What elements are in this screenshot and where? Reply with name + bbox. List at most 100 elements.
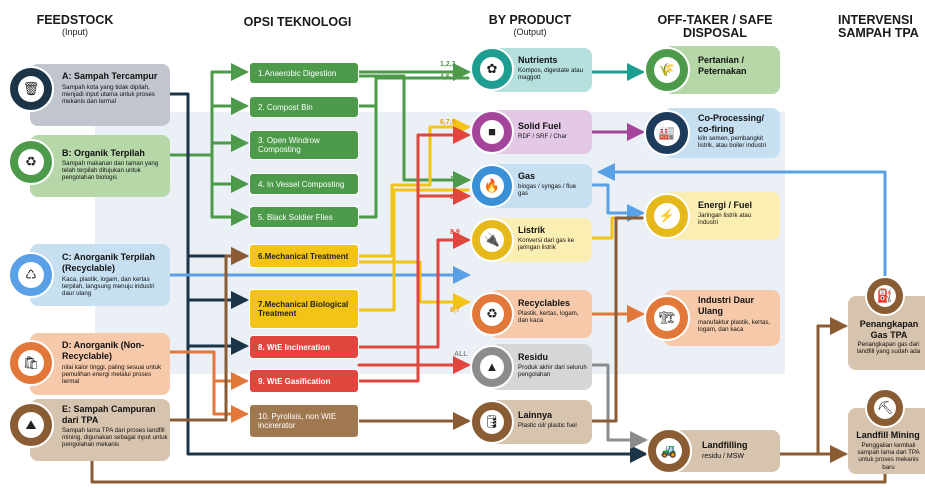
flow-wte-to-listrik xyxy=(357,231,471,349)
offtaker-industri-desc: manufaktur plastik, kertas, logam, dan k… xyxy=(698,319,771,334)
intervention-landfill-mining-badge: ⛏ xyxy=(865,388,905,428)
power-tower-icon: ⚡ xyxy=(653,202,681,230)
tech-in-vessel[interactable]: 4. In Vessel Composting xyxy=(249,173,359,195)
feedstock-b-badge: ♻ xyxy=(8,139,54,185)
flow-gascapture-to-gas xyxy=(597,163,887,284)
tech-wte-gasification[interactable]: 9. WtE Gasification xyxy=(249,369,359,393)
intervention-card-landfill-mining[interactable]: Landfill Mining Penggalian kembali sampa… xyxy=(848,408,925,474)
tech-mbt[interactable]: 7.Mechanical Biological Treatment xyxy=(249,289,359,329)
flow-landfill-to-gascapture xyxy=(778,317,848,456)
tech-mechanical-treatment[interactable]: 6.Mechanical Treatment xyxy=(249,244,359,268)
header-offtaker-line2: DISPOSAL xyxy=(683,26,747,40)
offtaker-landfilling-title: Landfilling xyxy=(702,440,748,450)
byproduct-listrik-desc: Konversi dari gas ke jaringan listrik xyxy=(518,237,575,252)
feedstock-d-desc: nilai kalor tinggi, paling sesuai untuk … xyxy=(62,364,162,386)
tech-9-label: 9. WtE Gasification xyxy=(258,376,331,386)
offtaker-coprocessing-desc: kiln semen, pembangkit listrik, atau boi… xyxy=(698,135,767,150)
tech-8-label: 8. WtE Incineration xyxy=(258,342,331,352)
byproduct-lainnya-desc: Plastic oil/ plastic fuel xyxy=(518,422,577,429)
tech-2-label: 2. Compost Bin xyxy=(258,102,313,112)
header-opsi: OPSI TEKNOLOGI xyxy=(225,16,370,29)
byproduct-recyclables-desc: Plastik, kertas, logam, dan kaca xyxy=(518,310,579,325)
flow-a-to-landfill xyxy=(186,344,648,463)
flow-b-to-tech1 xyxy=(168,63,249,157)
feedstock-e-title: E: Sampah Campuran dari TPA xyxy=(62,404,156,425)
offtaker-energi-title: Energi / Fuel xyxy=(698,200,753,210)
tech-4-label: 4. In Vessel Composting xyxy=(258,179,345,189)
tech-open-windrow[interactable]: 3. Open Windrow Composting xyxy=(249,130,359,160)
feedstock-c-desc: Kaca, plastik, logam, dan kertas terpila… xyxy=(62,276,155,298)
header-intervensi-line2: SAMPAH TPA xyxy=(838,26,919,40)
flow-a-to-mbt xyxy=(186,254,249,309)
byproduct-residu-desc: Produk akhir dari seluruh pengolahan xyxy=(518,364,587,379)
flow-a-to-mechanical xyxy=(168,92,249,265)
byproduct-solidfuel-desc: RDF / SRF / Char xyxy=(518,133,567,140)
feedstock-c-title: C: Anorganik Terpilah (Recyclable) xyxy=(62,252,156,273)
header-offtaker: OFF-TAKER / SAFE DISPOSAL xyxy=(650,14,780,40)
feedstock-b-title: B: Organik Terpilah xyxy=(62,148,145,158)
feedstock-d-title: D: Anorganik (Non-Recyclable) xyxy=(62,340,145,361)
byproduct-gas-title: Gas xyxy=(518,171,536,181)
byproduct-nutrients-title: Nutrients xyxy=(518,55,558,65)
plug-icon: 🔌 xyxy=(479,227,505,253)
fertilizer-bag-icon: ✿ xyxy=(479,56,505,82)
flow-d-to-gasification xyxy=(168,350,249,390)
intervention-gas-capture-desc: Penangkapan gas dari landfill yang sudah… xyxy=(856,341,921,356)
header-feedstock-sub: (Input) xyxy=(61,27,88,37)
flow-label-89-gas: 8,9 xyxy=(450,194,460,201)
header-feedstock-title: FEEDSTOCK xyxy=(36,13,114,27)
flow-tech1-to-gas xyxy=(357,74,471,189)
header-byproduct-sub: (Output) xyxy=(513,27,547,37)
offtaker-card-industri[interactable]: Industri Daur Ulang manufaktur plastik, … xyxy=(664,290,780,346)
tech-black-soldier-flies[interactable]: 5. Black Soldier Flies xyxy=(249,206,359,228)
flow-mbt-to-gas xyxy=(357,188,470,312)
tech-anaerobic-digestion[interactable]: 1.Anaerobic Digestion xyxy=(249,62,359,84)
offtaker-pertanian-title: Pertanian / Peternakan xyxy=(698,55,747,76)
flame-icon: 🔥 xyxy=(479,173,505,199)
header-byproduct: BY PRODUCT (Output) xyxy=(460,14,600,38)
byproduct-recyclables-title: Recyclables xyxy=(518,298,571,308)
tech-5-label: 5. Black Soldier Flies xyxy=(258,212,333,222)
flow-mech-to-solidfuel xyxy=(357,118,471,258)
byproduct-solidfuel-title: Solid Fuel xyxy=(518,121,562,131)
flow-residu-to-landfill xyxy=(590,363,648,449)
feedstock-a-badge: 🗑 xyxy=(8,66,54,112)
offtaker-industri-title: Industri Daur Ulang xyxy=(698,295,755,316)
byproduct-listrik-badge: 🔌 xyxy=(470,218,514,262)
tech-wte-incineration[interactable]: 8. WtE Incineration xyxy=(249,335,359,359)
organic-bin-icon: ♻ xyxy=(17,148,45,176)
gas-capture-icon: ⛽ xyxy=(873,284,897,308)
tech-pyrolisis[interactable]: 10. Pyrolisis, non WtE incinerator xyxy=(249,404,359,438)
intervention-landfill-mining-desc: Penggalian kembali sampah lama dari TPA … xyxy=(857,442,920,471)
flow-label-67: 6,7 xyxy=(450,307,460,314)
feedstock-e-badge: ⛰ xyxy=(8,402,54,448)
tech-compost-bin[interactable]: 2. Compost Bin xyxy=(249,96,359,118)
flow-techs-to-nutrients xyxy=(357,76,470,108)
flow-label-457: 4,5,7 xyxy=(440,74,456,81)
factory-icon: 🏭 xyxy=(653,119,681,147)
offtaker-energi-badge: ⚡ xyxy=(644,193,690,239)
farm-field-icon: 🌾 xyxy=(653,56,681,84)
offtaker-energi-desc: Jaringan listrik atau industri xyxy=(698,212,752,227)
recycling-factory-icon: 🏗 xyxy=(653,304,681,332)
tech-6-label: 6.Mechanical Treatment xyxy=(258,251,349,261)
feedstock-c-badge: ♺ xyxy=(8,252,54,298)
byproduct-listrik-title: Listrik xyxy=(518,225,546,235)
flow-label-89-listrik: 8,9 xyxy=(450,229,460,236)
header-opsi-title: OPSI TEKNOLOGI xyxy=(243,15,352,29)
feedstock-d-badge: 🛍 xyxy=(8,340,54,386)
byproduct-lainnya-badge: 🛢 xyxy=(470,400,514,444)
byproduct-residu-title: Residu xyxy=(518,352,549,362)
feedstock-card-a[interactable]: A: Sampah Tercampur Sampah kota yang tid… xyxy=(30,64,170,126)
offtaker-industri-badge: 🏗 xyxy=(644,295,690,341)
byproduct-recyclables-badge: ♻ xyxy=(470,292,514,336)
byproduct-nutrients-badge: ✿ xyxy=(470,47,514,91)
flow-e-to-mechanical xyxy=(168,247,249,422)
flow-b-to-tech5 xyxy=(210,153,249,226)
offtaker-coprocessing-badge: 🏭 xyxy=(644,110,690,156)
tech-7-label: 7.Mechanical Biological Treatment xyxy=(258,300,349,318)
byproduct-solidfuel-badge: ■ xyxy=(470,110,514,154)
header-feedstock: FEEDSTOCK (Input) xyxy=(20,13,130,38)
